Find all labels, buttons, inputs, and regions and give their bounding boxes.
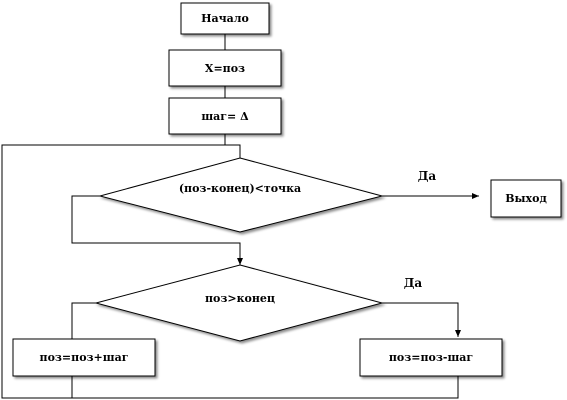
node-decision-compare-label: поз>конец <box>205 292 275 305</box>
node-decrement-label: поз=поз-шаг <box>389 351 474 364</box>
edge-label-compare-yes: Да <box>404 276 423 290</box>
node-assign-x-label: X=поз <box>205 62 245 75</box>
connector-decision-no-branch <box>71 195 243 265</box>
node-assign-x: X=поз <box>168 49 282 87</box>
connectors <box>1 34 479 399</box>
node-start: Начало <box>180 2 270 35</box>
loop-return-line <box>1 144 240 399</box>
node-decision-exit-label: (поз-конец)<точка <box>179 182 301 195</box>
node-decision-exit: (поз-конец)<точка <box>98 157 384 233</box>
connector-increment-bottom <box>71 376 459 399</box>
edge-label-exit-yes: Да <box>418 169 437 183</box>
connector-step-to-decision <box>224 134 241 158</box>
node-exit: Выход <box>490 179 562 218</box>
node-assign-step-label: шаг= Δ <box>201 110 249 123</box>
node-increment: поз=поз+шаг <box>12 338 156 377</box>
node-decision-compare: поз>конец <box>94 264 384 342</box>
node-increment-label: поз=поз+шаг <box>40 351 129 364</box>
node-start-label: Начало <box>201 12 249 25</box>
node-decrement: поз=поз-шаг <box>359 338 503 377</box>
connector-compare-to-decrement <box>382 302 461 337</box>
node-assign-step: шаг= Δ <box>168 97 282 135</box>
node-exit-label: Выход <box>505 192 547 205</box>
connector-compare-to-increment <box>71 302 96 339</box>
